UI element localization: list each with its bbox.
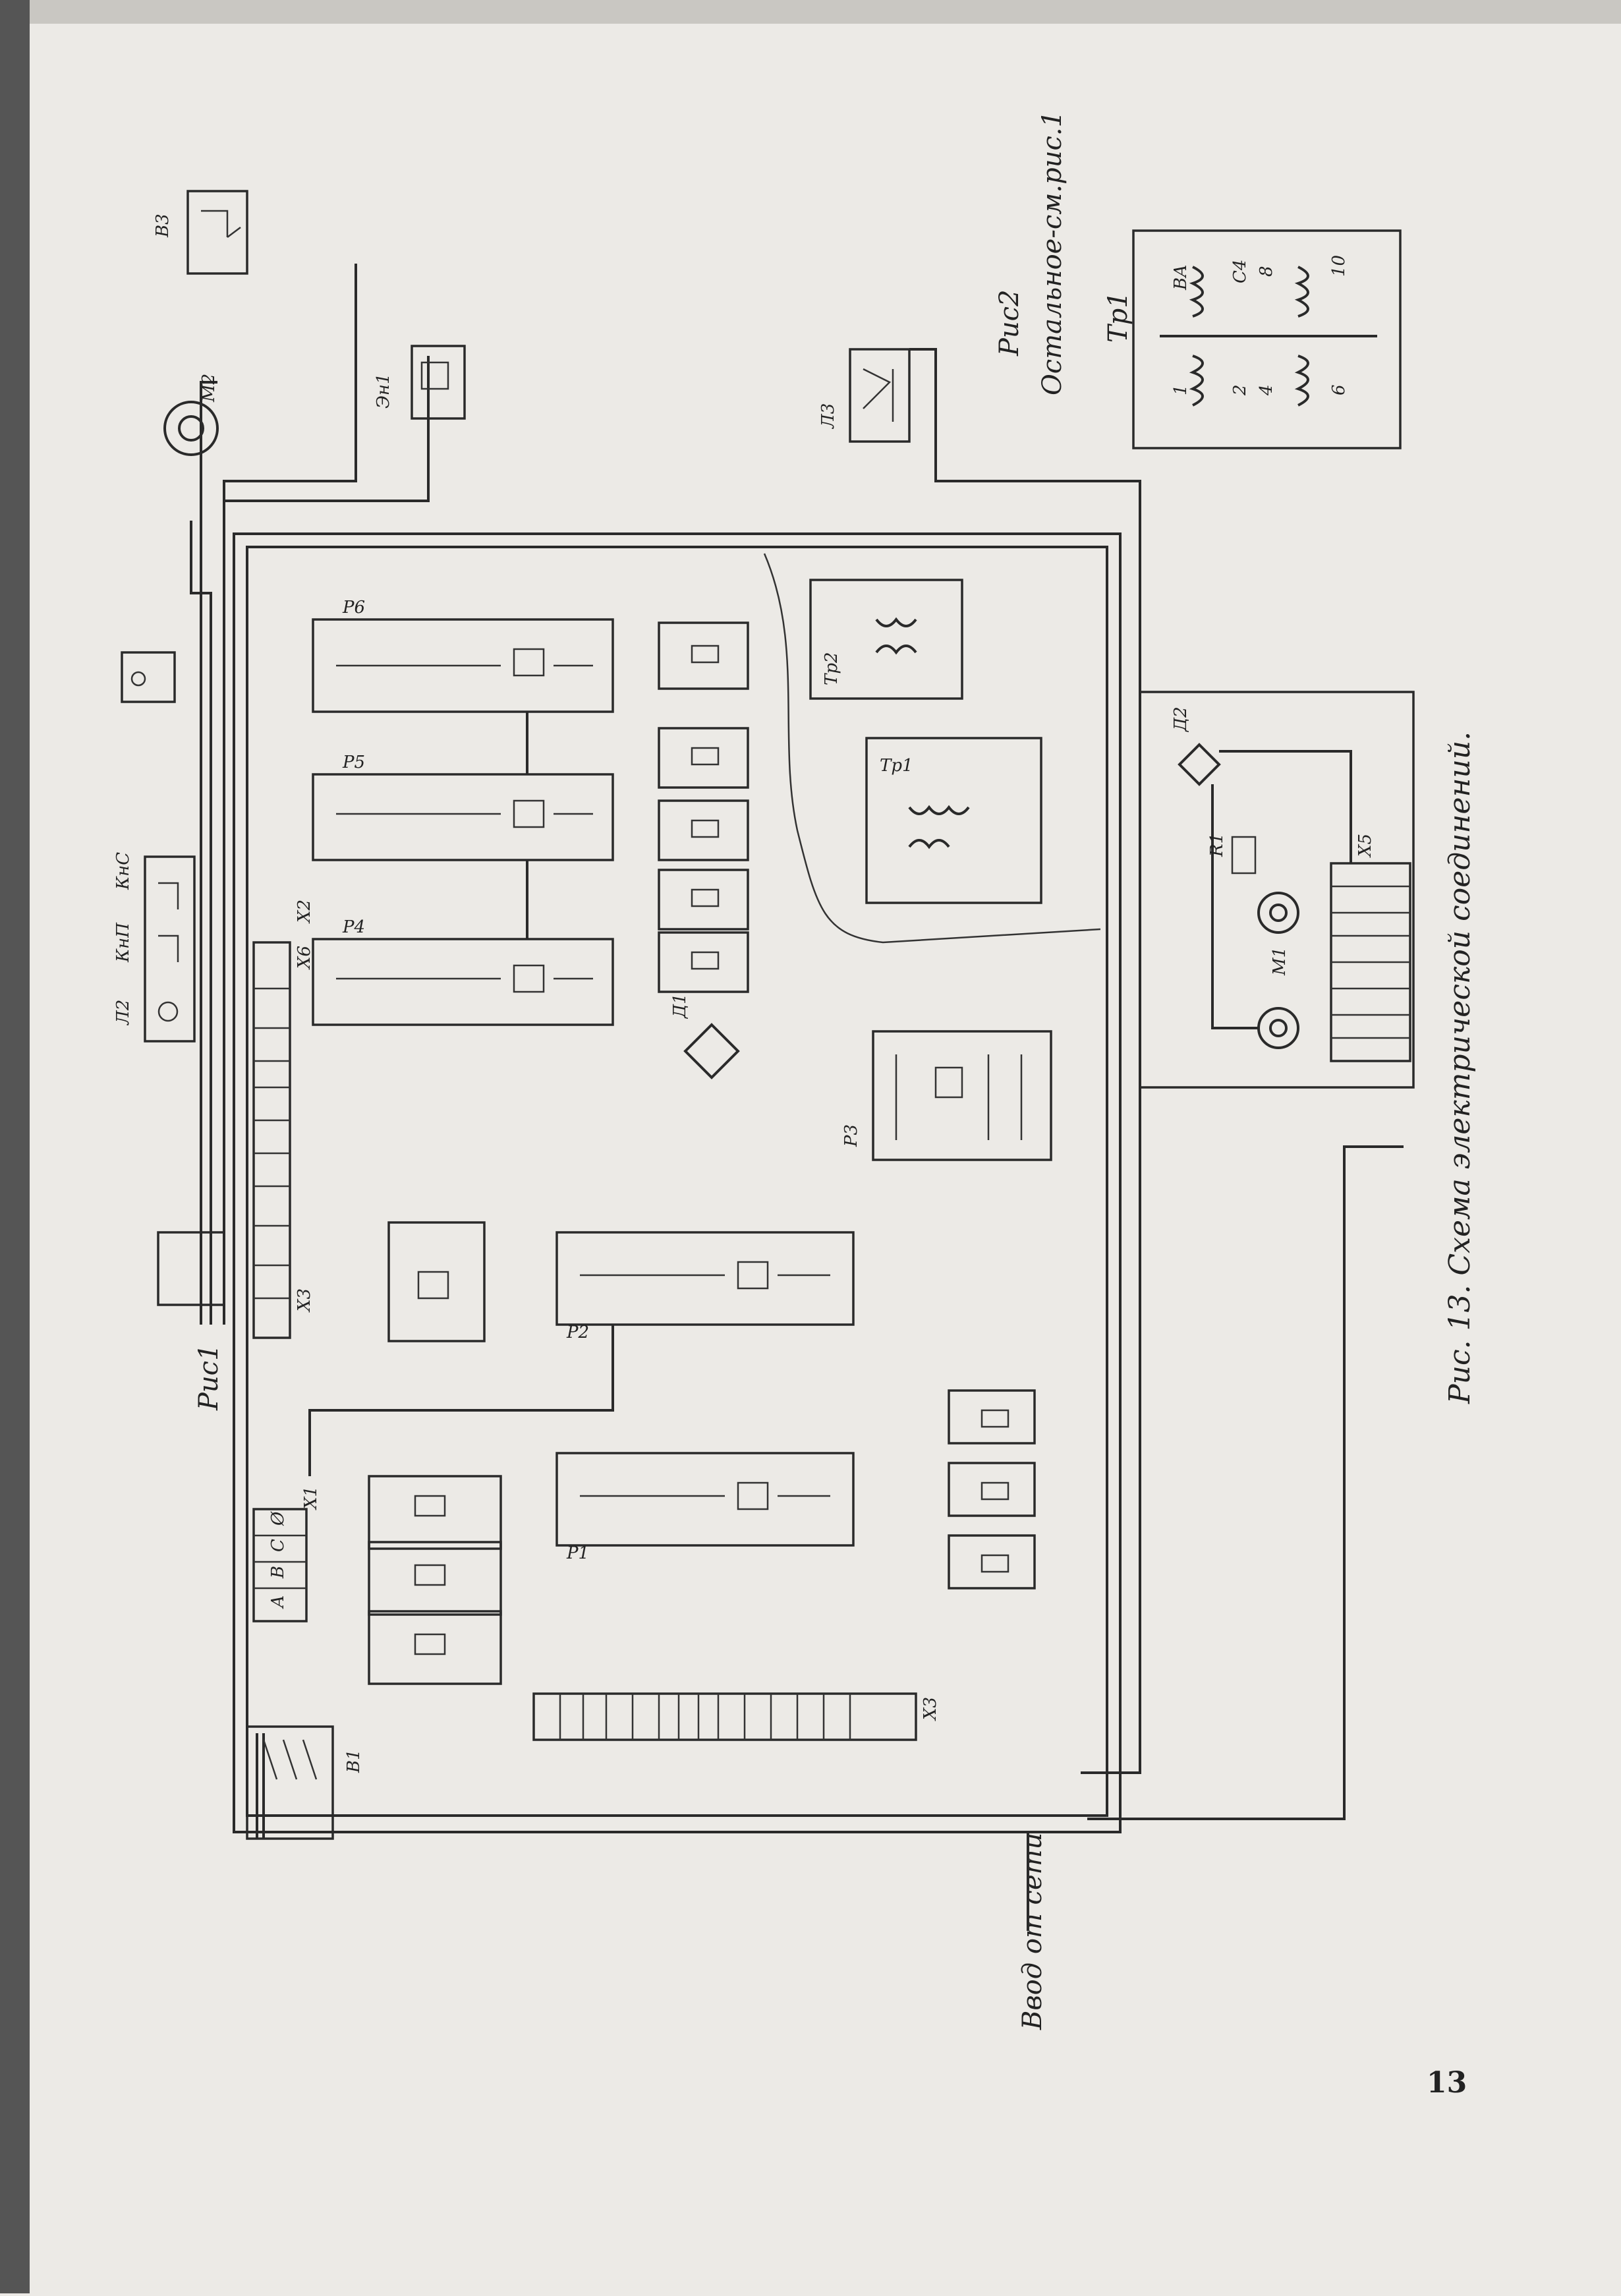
svg-text:Х3: Х3: [295, 1288, 314, 1313]
input-label: Ввод от сети: [1017, 1833, 1048, 2030]
motor-m2: М2: [163, 374, 219, 456]
figure-caption: Рис. 13. Схема электрической соединений.: [1443, 732, 1477, 1404]
subpanel-boundary: [763, 553, 1101, 944]
svg-text:Л3: Л3: [818, 403, 838, 430]
feeder-cables: [190, 264, 1404, 1820]
svg-text:Р5: Р5: [342, 753, 365, 772]
svg-text:Р3: Р3: [841, 1124, 861, 1147]
svg-text:1: 1: [1171, 384, 1191, 395]
resistor-column: [658, 621, 749, 993]
svg-text:С4: С4: [1230, 260, 1250, 283]
terminal-strip-x3-bottom: Х3: [532, 1692, 940, 1741]
device-small-2: [157, 1231, 225, 1306]
ris2-label: Рис2: [994, 289, 1025, 357]
svg-text:Тр1: Тр1: [880, 756, 913, 776]
ris1-label: Рис1: [194, 1344, 224, 1411]
x3-blocks: [948, 1389, 1036, 1590]
relay-p1-link: [308, 1325, 614, 1476]
svg-text:КнП: КнП: [113, 922, 133, 963]
svg-text:Р2: Р2: [566, 1323, 589, 1342]
svg-text:М2: М2: [199, 374, 219, 403]
transformer-tr1-detail: 1 2 4 6 ВА С4 8 10 Тр1: [1103, 229, 1402, 449]
motor-panel: М1 Д2 R1 Х5: [1139, 691, 1415, 1089]
svg-text:Д2: Д2: [1171, 706, 1191, 732]
svg-text:Р1: Р1: [566, 1543, 589, 1563]
svg-text:ВА: ВА: [1171, 264, 1191, 291]
svg-text:Р4: Р4: [342, 917, 365, 937]
svg-text:Х2: Х2: [295, 900, 314, 924]
relay-p5: Р5: [312, 753, 614, 861]
control-panel-knp-kns: Л2 КнП КнС: [113, 852, 196, 1043]
svg-text:6: 6: [1329, 384, 1349, 395]
device-en1: Эн1: [374, 345, 466, 420]
svg-text:2: 2: [1230, 384, 1250, 396]
device-l3: Л3: [818, 348, 911, 443]
relay-p6: Р6: [312, 598, 614, 713]
svg-text:8: 8: [1257, 266, 1276, 277]
svg-text:4: 4: [1257, 384, 1276, 396]
top-edge: [30, 0, 1621, 24]
terminal-strip-x2: Х6 Х2 Х3: [252, 900, 314, 1339]
diode-bridge-d1: Д1: [670, 993, 740, 1079]
device-v3: В3: [153, 190, 248, 275]
binding-edge: [0, 0, 30, 2293]
relay-group-left: [368, 1221, 502, 1685]
relay-p3: Р3: [841, 1030, 1052, 1161]
svg-text:Ø: Ø: [268, 1511, 288, 1526]
page-number: 13: [1427, 2066, 1467, 2100]
svg-text:Тр1: Тр1: [1103, 291, 1133, 343]
svg-text:Х6: Х6: [295, 946, 314, 970]
svg-text:Х5: Х5: [1355, 834, 1375, 858]
svg-text:Р6: Р6: [342, 598, 365, 617]
relay-p1: Р1: [555, 1452, 855, 1563]
ris2-note: Остальное-см.рис.1: [1037, 111, 1067, 395]
svg-text:В1: В1: [344, 1749, 364, 1773]
transformer-tr2: Тр2: [809, 579, 963, 700]
svg-text:Д1: Д1: [670, 993, 690, 1019]
svg-text:С: С: [268, 1539, 288, 1552]
svg-text:10: 10: [1329, 255, 1349, 277]
svg-text:Х1: Х1: [301, 1486, 321, 1510]
svg-text:R1: R1: [1207, 833, 1227, 857]
svg-text:В3: В3: [153, 214, 173, 238]
svg-text:Х3: Х3: [921, 1697, 940, 1721]
input-switch-v1: В1: [246, 1725, 364, 1840]
svg-text:Л2: Л2: [113, 1000, 133, 1026]
transformer-tr1: Тр1: [865, 737, 1042, 904]
device-small-1: [121, 651, 176, 703]
svg-text:КнС: КнС: [113, 852, 133, 890]
relay-p2: Р2: [555, 1231, 855, 1342]
main-enclosure: [233, 532, 1122, 1839]
terminal-block-x1: Х1 А В С Ø: [252, 1486, 321, 1622]
svg-text:М1: М1: [1270, 947, 1290, 976]
svg-text:А: А: [268, 1595, 288, 1609]
svg-text:Эн1: Эн1: [374, 373, 393, 409]
svg-text:Тр2: Тр2: [822, 652, 841, 685]
svg-text:В: В: [268, 1566, 288, 1579]
relay-p4: Р4: [312, 917, 614, 1026]
